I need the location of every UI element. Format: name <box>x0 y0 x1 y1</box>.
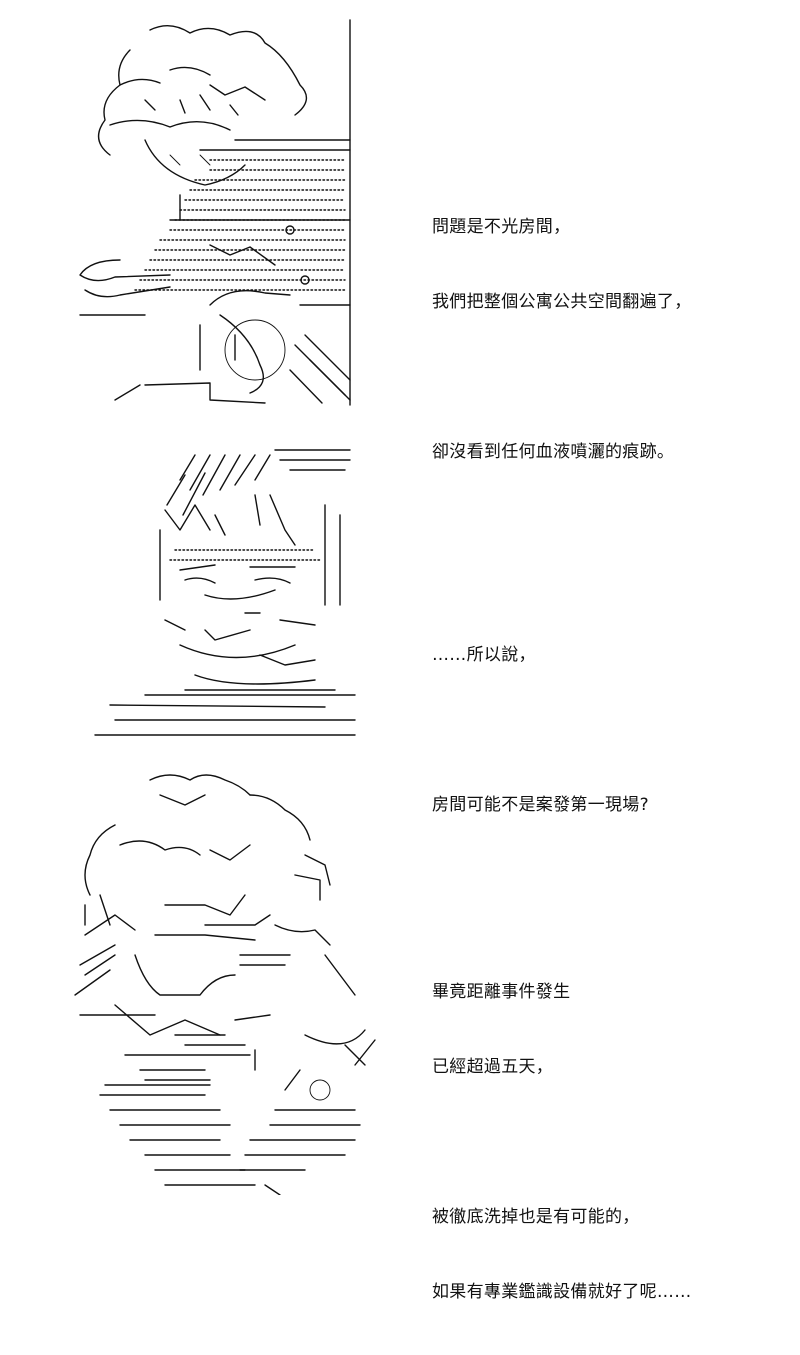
dialogue-line: 畢竟距離事件發生 <box>432 982 571 1002</box>
ascii-art-figure-in-bath <box>74 774 376 1195</box>
dialogue-panel-1: 問題是不光房間， 我們把整個公寓公共空間翻遍了， 卻沒看到任何血液噴灑的痕跡。 <box>432 165 692 515</box>
dialogue-line <box>432 365 692 390</box>
dialogue-line: 已經超過五天， <box>432 1057 554 1077</box>
dialogue-line <box>432 1130 692 1155</box>
dialogue-line: 如果有專業鑑識設備就好了呢…… <box>432 1282 692 1302</box>
dialogue-panel-3: 畢竟距離事件發生 已經超過五天， 被徹底洗掉也是有可能的， 如果有專業鑑識設備就… <box>432 930 692 1355</box>
dialogue-line <box>432 718 649 743</box>
dialogue-line: ……所以說， <box>432 645 536 665</box>
dialogue-line: 房間可能不是案發第一現場? <box>432 795 649 815</box>
dialogue-line: 我們把整個公寓公共空間翻遍了， <box>432 292 692 312</box>
panel-1: 問題是不光房間， 我們把整個公寓公共空間翻遍了， 卻沒看到任何血液噴灑的痕跡。 <box>0 0 800 462</box>
ascii-art-figure-close-up <box>94 449 356 736</box>
dialogue-panel-2: ……所以說， 房間可能不是案發第一現場? <box>432 593 649 868</box>
panel-3: 畢竟距離事件發生 已經超過五天， 被徹底洗掉也是有可能的， 如果有專業鑑識設備就… <box>0 760 800 1302</box>
ascii-art-figure-sitting-at-table <box>79 19 351 406</box>
dialogue-line: 問題是不光房間， <box>432 217 571 237</box>
dialogue-line: 卻沒看到任何血液噴灑的痕跡。 <box>432 442 675 462</box>
dialogue-line: 被徹底洗掉也是有可能的， <box>432 1207 640 1227</box>
panel-2: ……所以說， 房間可能不是案發第一現場? <box>0 420 800 815</box>
